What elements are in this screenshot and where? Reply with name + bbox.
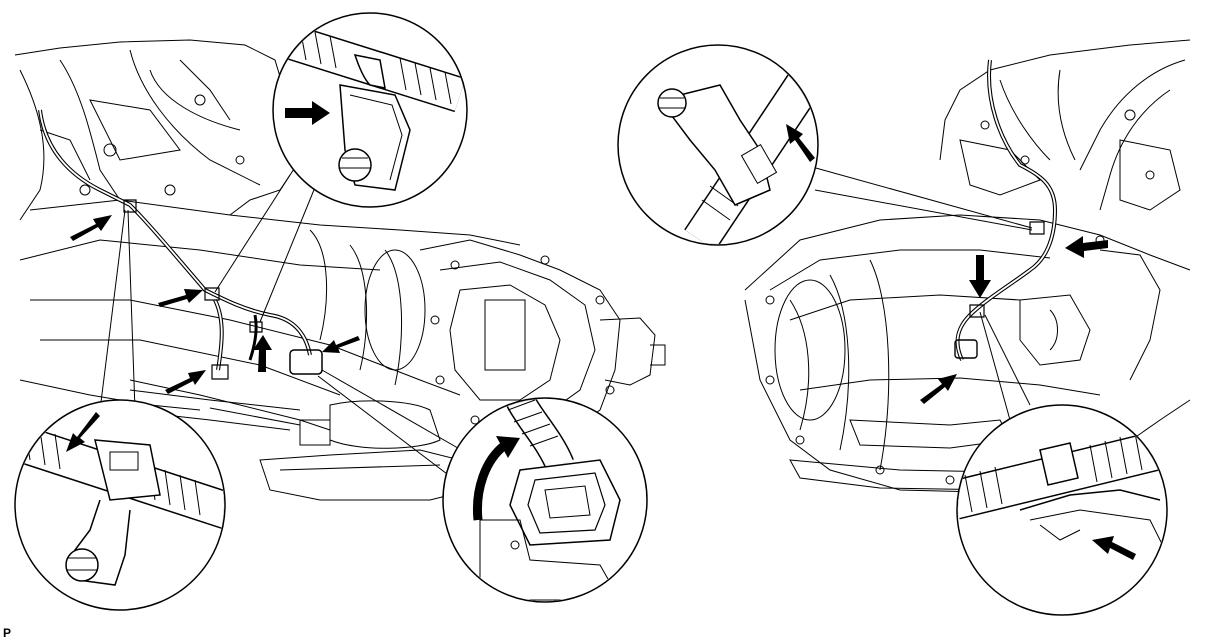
- arrow-icon: [1092, 536, 1136, 560]
- left-indicator-arrows: [70, 215, 360, 394]
- arrow-icon: [969, 255, 991, 298]
- left-transmission-assembly: [15, 40, 665, 500]
- arrow-icon: [165, 370, 206, 394]
- callout-harness-clamp-release: [955, 405, 1180, 615]
- callout-bolt-bracket: [618, 45, 828, 245]
- right-indicator-arrows: [920, 236, 1108, 404]
- left-leader-lines: [100, 175, 470, 480]
- arrow-icon: [1065, 236, 1108, 258]
- right-leader-lines: [805, 165, 1032, 420]
- arrow-icon: [322, 336, 360, 353]
- callout-connector-lock: [443, 398, 647, 602]
- callout-hose-clamp: [273, 13, 467, 207]
- arrow-icon: [70, 215, 112, 241]
- arrow-icon: [786, 124, 815, 162]
- curved-arrow-icon: [477, 445, 505, 520]
- arrow-icon: [920, 374, 957, 404]
- callout-clamp-bracket: [10, 400, 240, 610]
- arrow-icon: [66, 412, 100, 452]
- arrow-icon: [285, 101, 330, 125]
- reference-code: P: [3, 626, 12, 640]
- arrow-icon: [158, 289, 203, 307]
- arrow-icon: [253, 335, 272, 372]
